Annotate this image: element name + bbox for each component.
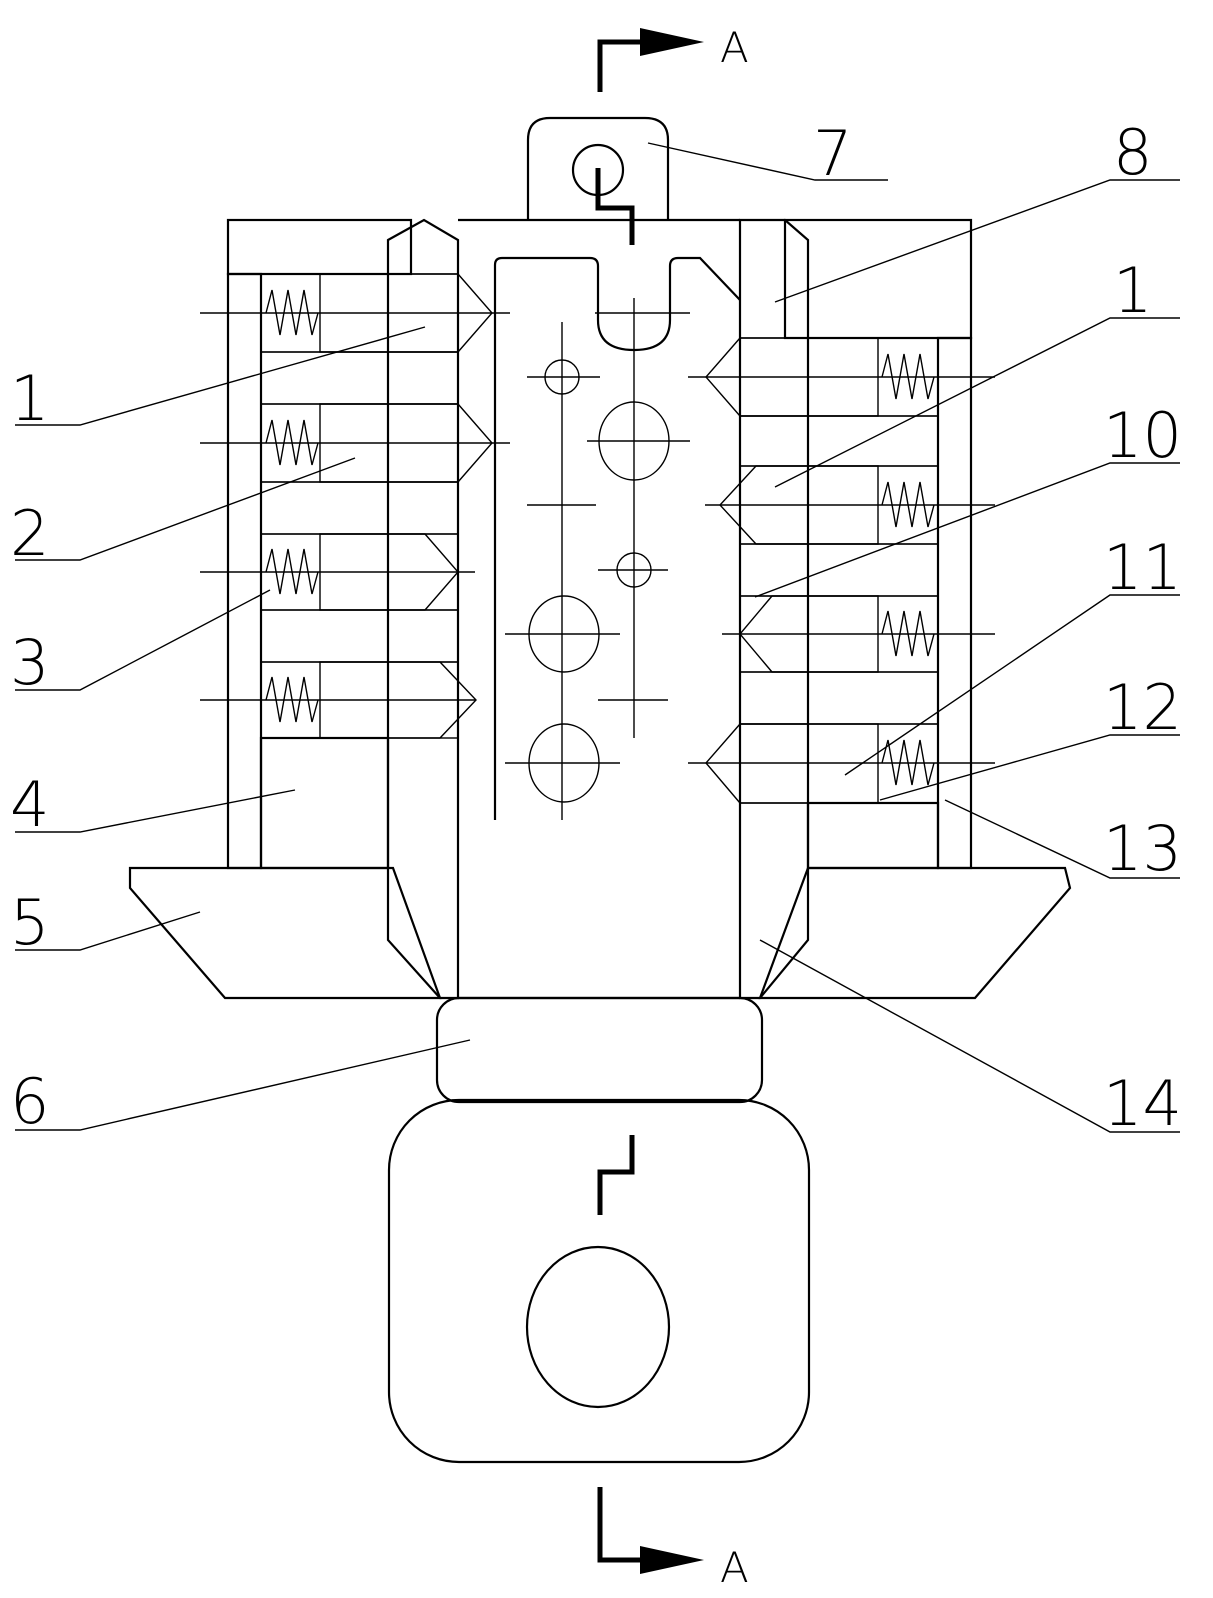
label-13: 13 bbox=[1103, 812, 1182, 885]
part-labels: 1 2 3 4 5 6 7 8 1 10 11 12 13 14 A A bbox=[10, 23, 1182, 1592]
label-3: 3 bbox=[10, 626, 49, 699]
key-shoulder bbox=[437, 998, 762, 1102]
right-pins bbox=[688, 338, 995, 803]
label-2: 2 bbox=[10, 497, 49, 570]
label-14: 14 bbox=[1103, 1067, 1182, 1140]
label-11: 11 bbox=[1103, 531, 1182, 604]
section-label-bottom: A bbox=[720, 1543, 749, 1592]
section-label-top: A bbox=[720, 23, 749, 72]
label-1-left: 1 bbox=[10, 362, 49, 435]
label-5: 5 bbox=[10, 886, 49, 959]
label-7: 7 bbox=[813, 117, 852, 190]
section-marker-top-inner bbox=[598, 168, 632, 245]
key-part bbox=[389, 998, 809, 1462]
housing bbox=[228, 220, 971, 998]
arrow-top bbox=[640, 28, 704, 56]
section-marker-mid bbox=[600, 1135, 632, 1215]
flange bbox=[130, 868, 1070, 998]
section-markers bbox=[600, 28, 704, 1574]
key-tab bbox=[528, 118, 668, 245]
key-blade bbox=[458, 220, 740, 998]
arrow-bottom bbox=[640, 1546, 704, 1574]
label-6: 6 bbox=[10, 1065, 49, 1138]
label-1-right: 1 bbox=[1113, 254, 1152, 327]
key-hole bbox=[527, 1247, 669, 1407]
label-10: 10 bbox=[1103, 399, 1182, 472]
label-12: 12 bbox=[1103, 671, 1182, 744]
label-4: 4 bbox=[10, 768, 49, 841]
label-8: 8 bbox=[1113, 116, 1152, 189]
left-pins bbox=[200, 274, 510, 738]
